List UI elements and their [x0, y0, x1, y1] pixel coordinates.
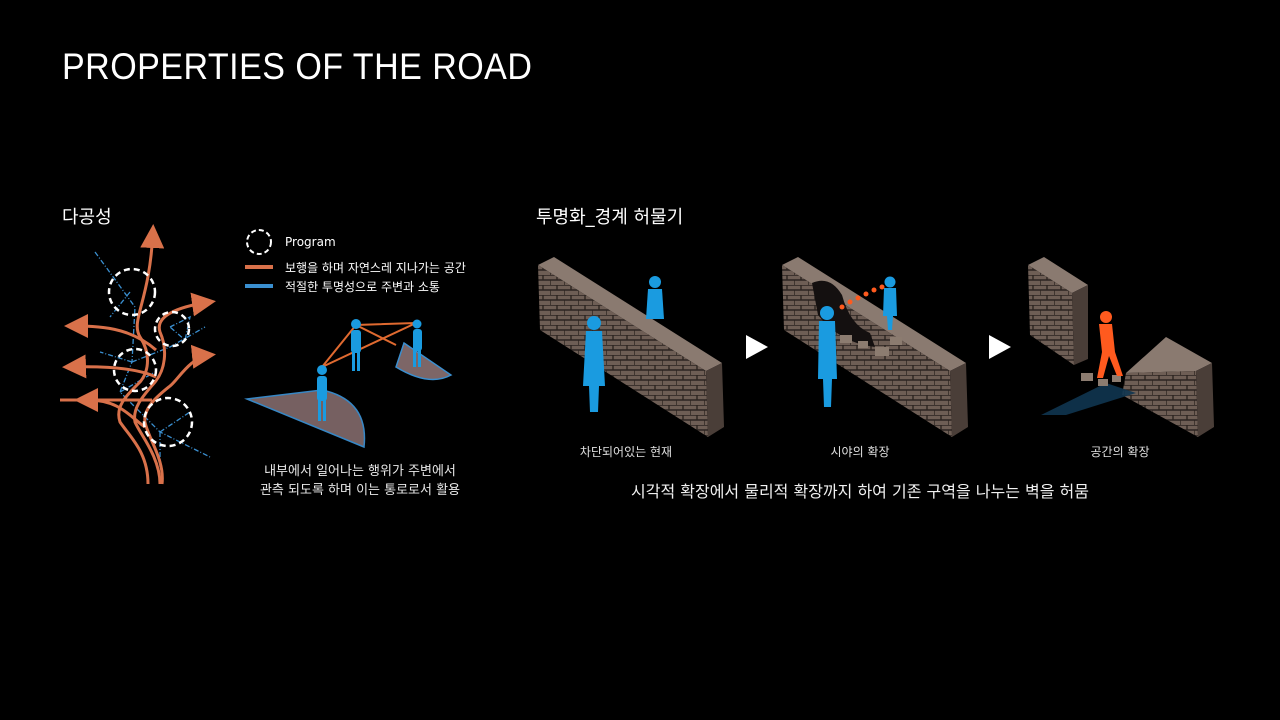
program-circles — [107, 267, 194, 448]
transparency-caption: 시각적 확장에서 물리적 확장까지 하여 기존 구역을 나누는 벽을 허뭄 — [631, 482, 1089, 501]
wall-stage-3 — [1028, 257, 1214, 437]
play-arrow-icon — [746, 335, 768, 359]
diversity-caption: 내부에서 일어나는 행위가 주변에서 관측 되도록 하며 이는 통로로서 활용 — [240, 462, 480, 500]
observation-diagram — [244, 319, 453, 449]
section-title-diversity: 다공성 — [62, 207, 112, 228]
orange-line-icon — [245, 265, 273, 269]
play-arrow-icon — [989, 335, 1011, 359]
section-title-transparency: 투명화_경계 허물기 — [536, 207, 684, 228]
stage-caption-3: 공간의 확장 — [1090, 445, 1150, 459]
view-cone-small — [395, 341, 453, 381]
diversity-caption-line2: 관측 되도록 하며 이는 통로로서 활용 — [259, 483, 461, 498]
legend-row-program: Program — [245, 228, 505, 256]
stage-caption-1: 차단되어있는 현재 — [579, 445, 673, 459]
legend-label-walk: 보행을 하며 자연스레 지나가는 공간 — [285, 260, 466, 275]
person-icons — [317, 319, 422, 421]
blue-line-icon — [245, 284, 273, 288]
diversity-caption-line1: 내부에서 일어나는 행위가 주변에서 — [264, 464, 456, 479]
legend-row-walk: 보행을 하며 자연스레 지나가는 공간 — [245, 256, 505, 278]
page-title: PROPERTIES OF THE ROAD — [62, 46, 533, 87]
person-icons — [583, 276, 664, 412]
wall-stage-1 — [538, 257, 724, 437]
rubble — [840, 335, 902, 356]
person-icons — [1097, 311, 1123, 378]
view-cone-large — [244, 389, 366, 449]
walk-paths — [60, 224, 216, 485]
stage-caption-2: 시야의 확장 — [830, 445, 890, 459]
rubble — [1081, 373, 1121, 386]
legend-label-view: 적절한 투명성으로 주변과 소통 — [285, 279, 440, 294]
person-icons — [818, 276, 897, 407]
legend-label-program: Program — [285, 235, 336, 249]
legend: Program 보행을 하며 자연스레 지나가는 공간 적절한 투명성으로 주변… — [245, 228, 505, 294]
sight-dots — [839, 284, 885, 310]
dashed-circle-icon — [246, 229, 272, 255]
wall-stage-2 — [782, 257, 968, 437]
porosity-diagram — [60, 224, 216, 485]
legend-row-view: 적절한 투명성으로 주변과 소통 — [245, 278, 505, 294]
